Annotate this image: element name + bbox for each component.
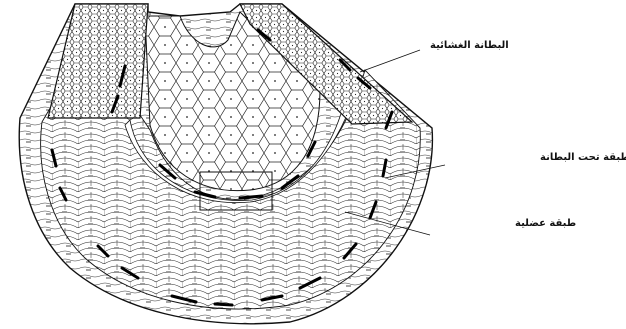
leader-line-mucosa (360, 50, 420, 72)
label-mucosa: البطانة الغشائية (430, 40, 509, 51)
label-muscular: طبقة عضلية (515, 218, 576, 229)
label-submucosa: طبقة تحت البطانة (540, 152, 626, 163)
mucosa-left-block (48, 4, 148, 118)
